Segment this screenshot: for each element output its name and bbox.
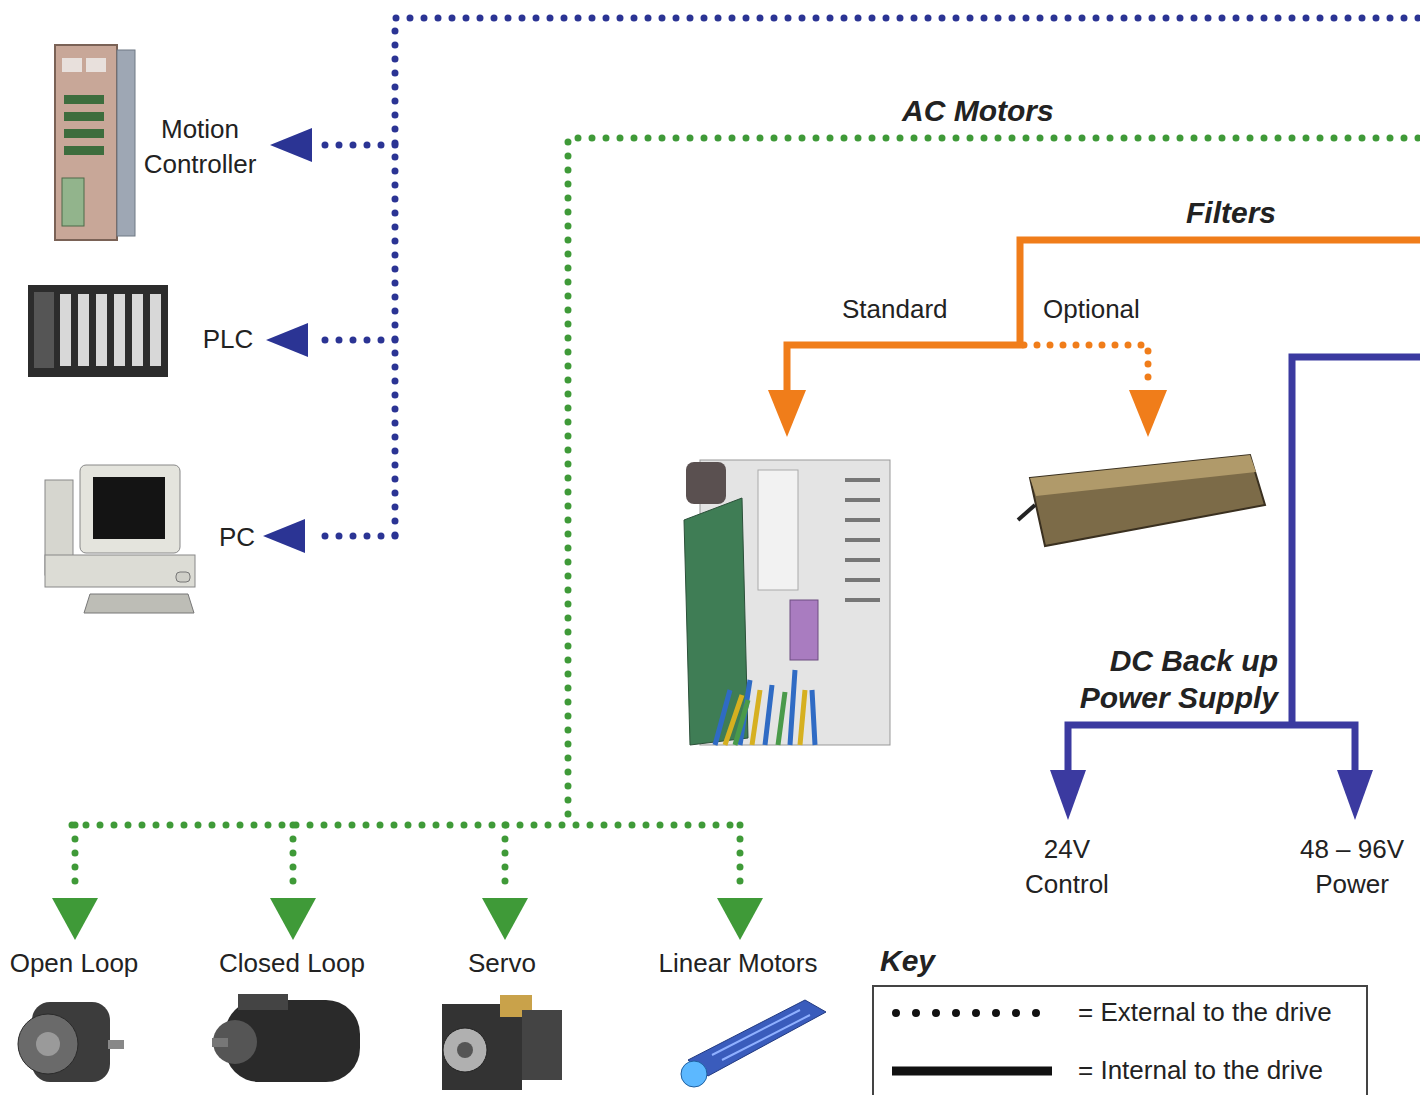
label-text: Servo bbox=[447, 946, 557, 981]
ac-motor-line bbox=[72, 138, 1418, 892]
annotation-label: Optional bbox=[1043, 292, 1140, 327]
dc-arrowheads bbox=[1050, 770, 1373, 820]
component-label: Servo bbox=[447, 946, 557, 981]
legend-entry: = Internal to the drive bbox=[1078, 1053, 1323, 1088]
pc-picture bbox=[45, 465, 195, 613]
label-text: Open Loop bbox=[0, 946, 149, 981]
servo-motor-picture bbox=[442, 995, 562, 1090]
annotation-label: Filters bbox=[1186, 194, 1276, 231]
legend-entry: = External to the drive bbox=[1078, 995, 1332, 1030]
linear-motor-picture bbox=[681, 1000, 826, 1087]
component-label: 24V Control bbox=[1017, 832, 1117, 902]
label-text: Motion Controller bbox=[130, 112, 270, 182]
filter-picture bbox=[1018, 455, 1265, 546]
legend-text: = Internal to the drive bbox=[1078, 1055, 1323, 1085]
label-text: Linear Motors bbox=[653, 946, 823, 981]
annotation-label: Standard bbox=[842, 292, 948, 327]
motor-arrowheads bbox=[52, 898, 763, 940]
label-text: 24V Control bbox=[1017, 832, 1117, 902]
component-label: Closed Loop bbox=[207, 946, 377, 981]
component-label: PLC bbox=[188, 322, 268, 357]
label-text: PLC bbox=[188, 322, 268, 357]
closed-loop-motor-picture bbox=[212, 994, 360, 1082]
annotation-label: Key bbox=[880, 942, 935, 979]
open-loop-motor-picture bbox=[18, 1002, 124, 1082]
legend-text: = External to the drive bbox=[1078, 997, 1332, 1027]
plc-picture bbox=[28, 285, 168, 377]
component-label: Linear Motors bbox=[653, 946, 823, 981]
filter-line-standard bbox=[787, 240, 1420, 392]
motion-controller-picture bbox=[55, 45, 135, 240]
component-label: Motion Controller bbox=[130, 112, 270, 182]
label-text: 48 – 96V Power bbox=[1291, 832, 1413, 902]
comms-arrowheads bbox=[263, 128, 312, 553]
label-text: PC bbox=[207, 520, 267, 555]
external-comms-line bbox=[312, 18, 1418, 536]
filter-arrowheads bbox=[768, 390, 1167, 437]
drive-picture bbox=[684, 460, 890, 745]
component-label: 48 – 96V Power bbox=[1291, 832, 1413, 902]
label-text: Closed Loop bbox=[207, 946, 377, 981]
annotation-label: DC Back up Power Supply bbox=[1066, 642, 1278, 716]
annotation-label: AC Motors bbox=[902, 92, 1054, 129]
filter-line-optional bbox=[1024, 345, 1148, 386]
component-label: Open Loop bbox=[0, 946, 149, 981]
key-box bbox=[873, 986, 1367, 1095]
component-label: PC bbox=[207, 520, 267, 555]
